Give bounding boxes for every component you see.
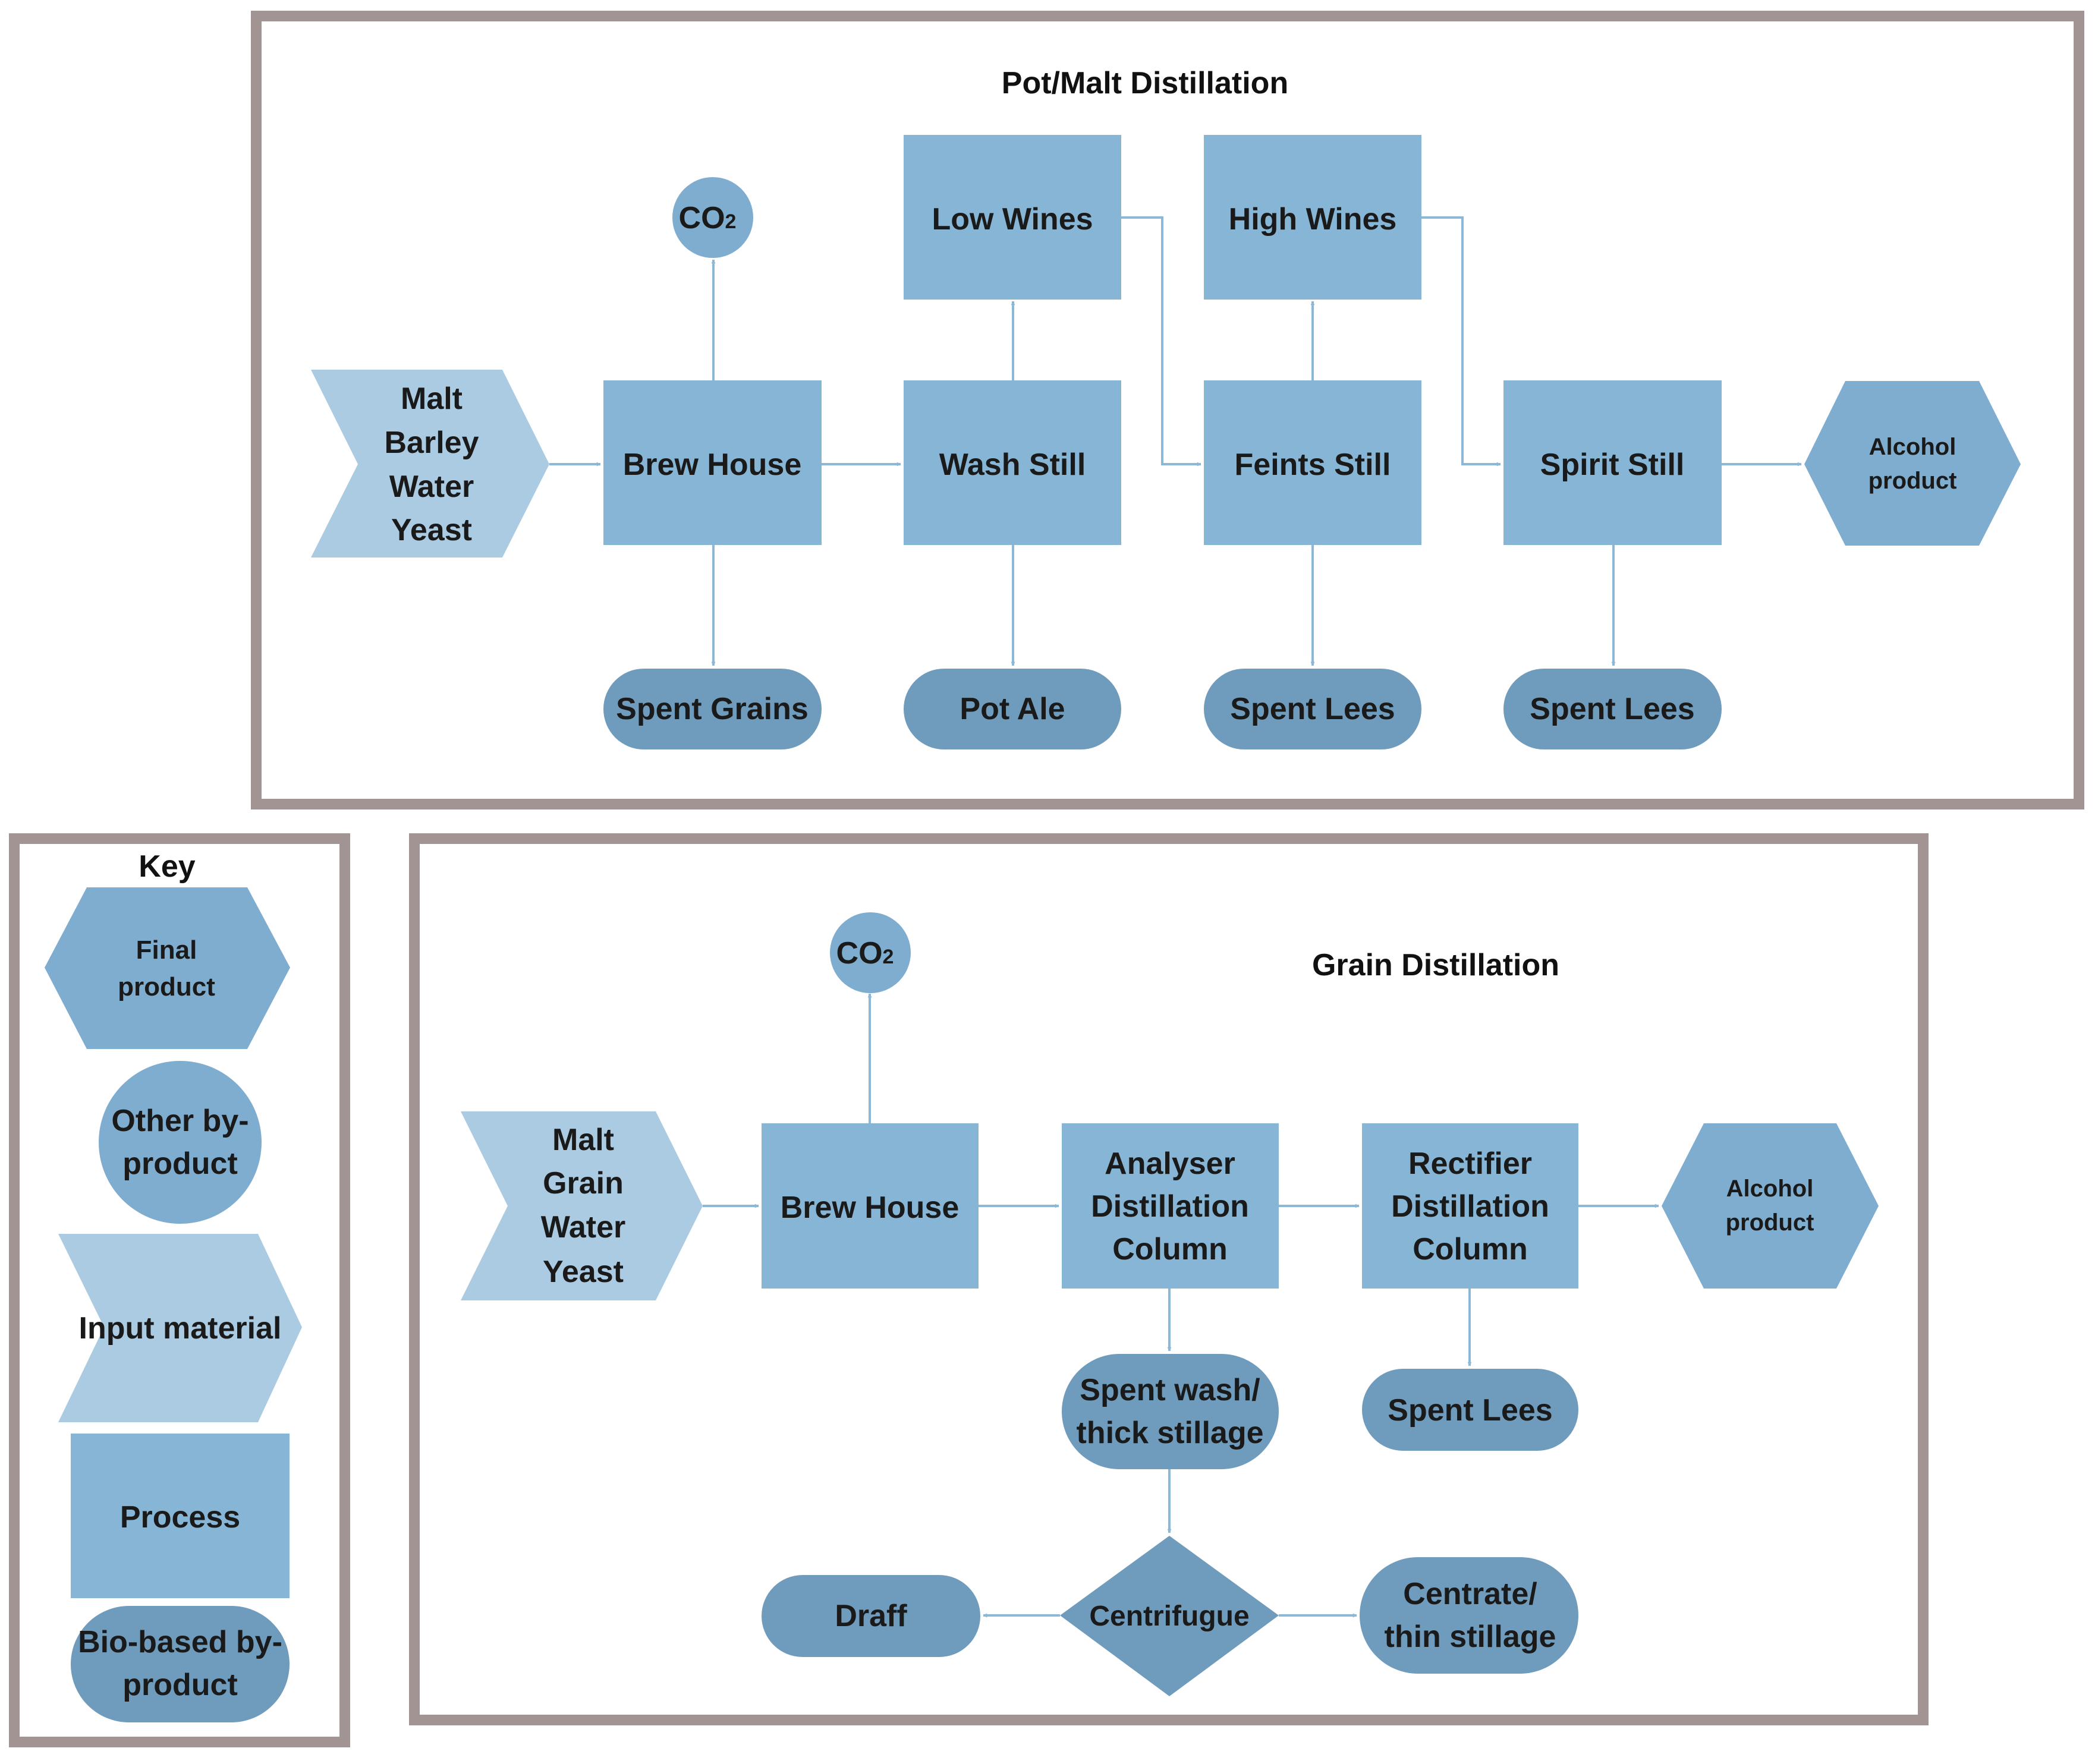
grain-centrifuge-decision: Centrifugue — [1060, 1536, 1279, 1696]
grain-co2-label: CO2 — [836, 936, 894, 971]
key-input-label: Input material — [79, 1311, 282, 1346]
pot-input-material: Malt Barley Water Yeast — [311, 370, 549, 557]
grain-spent-wash-line-1: Spent wash/ — [1080, 1373, 1260, 1407]
key-other-line-2: product — [122, 1146, 238, 1181]
key-final-line-2: product — [118, 972, 215, 1001]
pot-co2-byproduct: CO2 — [672, 177, 753, 258]
pot-brew-house-label: Brew House — [623, 448, 802, 482]
key-biobased-line-2: product — [122, 1668, 238, 1702]
grain-rectifier-line-3: Column — [1413, 1232, 1528, 1267]
key-process-label: Process — [120, 1500, 240, 1535]
grain-draff-biobased: Draff — [762, 1575, 980, 1657]
pot-spirit-still-process: Spirit Still — [1503, 380, 1722, 545]
pot-feints-still-process: Feints Still — [1204, 380, 1421, 545]
grain-spent-wash-line-2: thick stillage — [1077, 1416, 1264, 1450]
pot-connectors — [549, 216, 1802, 666]
key-input-material: Input material — [58, 1234, 302, 1422]
pot-spent-grains-label: Spent Grains — [616, 692, 809, 726]
pot-spirit-still-label: Spirit Still — [1540, 448, 1685, 482]
grain-alcohol-final-product: Alcohol product — [1662, 1123, 1879, 1289]
pot-brew-house-process: Brew House — [603, 380, 822, 545]
grain-centrate-line-1: Centrate/ — [1403, 1577, 1537, 1611]
pot-alcohol-line-2: product — [1868, 468, 1957, 494]
grain-frame — [409, 833, 1929, 1725]
grain-analyser-line-2: Distillation — [1091, 1189, 1249, 1224]
grain-spent-wash-biobased: Spent wash/ thick stillage — [1062, 1354, 1279, 1469]
grain-alcohol-line-2: product — [1726, 1209, 1814, 1236]
grain-draff-label: Draff — [835, 1599, 907, 1633]
key-biobased-byproduct: Bio-based by- product — [71, 1606, 290, 1722]
pot-spent-lees-1-biobased: Spent Lees — [1204, 669, 1421, 749]
grain-connectors — [703, 993, 1659, 1618]
grain-analyser-line-1: Analyser — [1105, 1146, 1235, 1181]
pot-spent-grains-biobased: Spent Grains — [603, 669, 822, 749]
grain-brew-house-process: Brew House — [762, 1123, 979, 1289]
grain-input-material: Malt Grain Water Yeast — [461, 1111, 703, 1300]
grain-rectifier-column-process: Rectifier Distillation Column — [1362, 1123, 1578, 1289]
grain-analyser-column-process: Analyser Distillation Column — [1062, 1123, 1279, 1289]
pot-alcohol-line-1: Alcohol — [1869, 434, 1956, 460]
grain-title: Grain Distillation — [1312, 948, 1559, 982]
key-other-line-1: Other by- — [111, 1104, 248, 1138]
grain-input-line-3: Water — [541, 1210, 626, 1245]
pot-high-wines-label: High Wines — [1229, 202, 1397, 237]
pot-wash-still-label: Wash Still — [939, 448, 1086, 482]
pot-pot-ale-biobased: Pot Ale — [904, 669, 1121, 749]
grain-input-line-2: Grain — [543, 1166, 624, 1201]
grain-centrate-line-2: thin stillage — [1385, 1620, 1556, 1654]
pot-pot-ale-label: Pot Ale — [960, 692, 1065, 726]
pot-spent-lees-2-label: Spent Lees — [1530, 692, 1694, 726]
pot-malt-frame — [251, 11, 2084, 809]
pot-co2-label: CO2 — [679, 201, 737, 235]
pot-alcohol-final-product: Alcohol product — [1804, 381, 2021, 546]
pot-low-wines-process: Low Wines — [904, 135, 1121, 300]
grain-input-line-1: Malt — [552, 1123, 614, 1157]
pot-input-line-4: Yeast — [391, 513, 472, 547]
pot-title: Pot/Malt Distillation — [1002, 66, 1288, 100]
grain-rectifier-line-1: Rectifier — [1408, 1146, 1532, 1181]
key-biobased-line-1: Bio-based by- — [78, 1625, 282, 1659]
key-other-byproduct: Other by- product — [99, 1061, 262, 1224]
key-final-line-1: Final — [136, 935, 197, 965]
pot-input-line-1: Malt — [401, 382, 463, 416]
grain-centrifuge-label: Centrifugue — [1089, 1601, 1249, 1632]
grain-alcohol-line-1: Alcohol — [1726, 1176, 1814, 1202]
key-process: Process — [71, 1434, 290, 1598]
grain-input-line-4: Yeast — [543, 1255, 624, 1289]
grain-spent-lees-label: Spent Lees — [1388, 1393, 1552, 1428]
grain-brew-house-label: Brew House — [781, 1190, 960, 1225]
key-final-product: Final product — [45, 887, 290, 1049]
pot-feints-still-label: Feints Still — [1235, 448, 1391, 482]
pot-low-wines-label: Low Wines — [932, 202, 1093, 237]
grain-spent-lees-biobased: Spent Lees — [1362, 1369, 1578, 1451]
pot-spent-lees-2-biobased: Spent Lees — [1503, 669, 1722, 749]
pot-input-line-2: Barley — [385, 426, 479, 460]
grain-centrate-biobased: Centrate/ thin stillage — [1360, 1557, 1578, 1674]
key-title: Key — [139, 849, 195, 884]
pot-spent-lees-1-label: Spent Lees — [1230, 692, 1395, 726]
grain-analyser-line-3: Column — [1112, 1232, 1228, 1267]
pot-arrow-high-wines-to-spirit — [1421, 216, 1501, 467]
pot-arrow-low-wines-to-feints — [1121, 216, 1201, 467]
pot-input-line-3: Water — [389, 470, 474, 504]
grain-rectifier-line-2: Distillation — [1391, 1189, 1549, 1224]
pot-wash-still-process: Wash Still — [904, 380, 1121, 545]
pot-high-wines-process: High Wines — [1204, 135, 1421, 300]
key-frame — [9, 833, 350, 1747]
grain-co2-byproduct: CO2 — [830, 912, 911, 993]
